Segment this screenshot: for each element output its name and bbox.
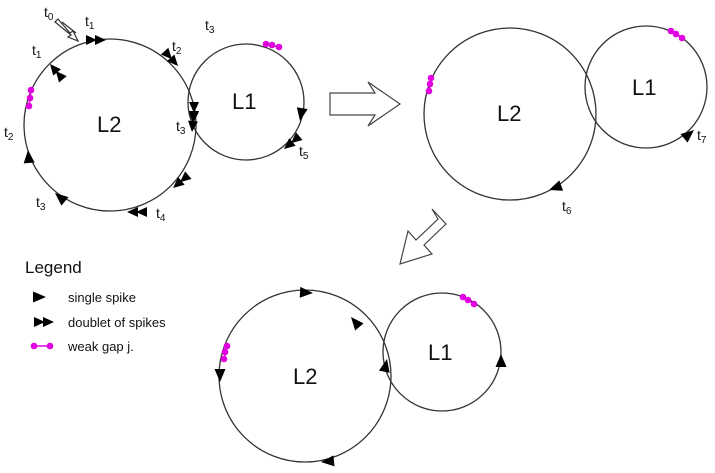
legend-title: Legend xyxy=(25,258,82,277)
single-spike-arrow-icon xyxy=(299,286,314,299)
single-spike-arrow-icon xyxy=(320,455,335,468)
time-label-t0: t0 xyxy=(44,4,54,23)
single-spike-arrow-icon xyxy=(547,180,564,196)
loop-label-l1-a: L1 xyxy=(232,89,256,114)
gap-junction-icon xyxy=(667,27,686,42)
loop-l1-a xyxy=(187,43,305,161)
gap-junction-icon xyxy=(25,86,35,110)
loop-l1-c xyxy=(382,292,502,412)
legend-item-label: weak gap j. xyxy=(67,339,134,354)
transition-arrow-down-left-icon xyxy=(399,208,447,265)
legend-item-label: doublet of spikes xyxy=(68,315,166,330)
legend: Legend single spike doublet of spikes we… xyxy=(25,258,166,354)
time-label-t3-l1: t3 xyxy=(205,17,215,36)
panel-b: L2 L1 t6 t7 xyxy=(423,25,708,217)
time-label-t5: t5 xyxy=(299,143,309,162)
loop-label-l1-b: L1 xyxy=(632,75,656,100)
single-spike-arrow-icon xyxy=(214,369,226,382)
single-spike-arrow-icon xyxy=(680,125,698,143)
time-label-t1-top: t1 xyxy=(85,13,95,32)
time-label-t7: t7 xyxy=(697,127,707,146)
loop-label-l2-b: L2 xyxy=(497,101,521,126)
doublet-spike-arrow-icon xyxy=(86,35,106,45)
loop-l2-b xyxy=(423,27,597,201)
gap-junction-icon xyxy=(220,342,231,363)
legend-item-label: single spike xyxy=(68,290,136,305)
time-label-t4: t4 xyxy=(156,205,166,224)
panel-a: L2 L1 t0 t1 t1 t2 t2 xyxy=(4,4,309,224)
gap-junction-icon xyxy=(459,293,478,308)
single-spike-arrow-icon xyxy=(51,188,69,206)
single-spike-arrow-icon xyxy=(346,313,364,331)
loop-label-l2-a: L2 xyxy=(97,112,121,137)
time-label-t2-left: t2 xyxy=(4,124,14,143)
t0-arrow-icon xyxy=(54,18,80,43)
loop-label-l1-c: L1 xyxy=(428,340,452,365)
loop-label-l2-c: L2 xyxy=(293,364,317,389)
time-label-t2-right: t2 xyxy=(172,38,182,57)
single-spike-arrow-icon xyxy=(495,354,507,367)
loop-l1-b xyxy=(584,25,708,149)
gap-junction-icon xyxy=(262,40,283,51)
single-spike-arrow-icon xyxy=(33,291,46,303)
transition-arrow-right-icon xyxy=(329,81,402,127)
time-label-t1-left: t1 xyxy=(32,42,42,61)
gap-junction-icon xyxy=(425,74,435,95)
time-label-t3-mid: t3 xyxy=(176,118,186,137)
gap-junction-icon xyxy=(30,342,54,350)
loop-l2-a xyxy=(23,38,197,212)
time-label-t3-bottom: t3 xyxy=(36,194,46,213)
doublet-spike-arrow-icon xyxy=(34,317,54,327)
panel-c: L2 L1 xyxy=(214,286,507,468)
time-label-t6: t6 xyxy=(562,198,572,217)
single-spike-arrow-icon xyxy=(22,149,35,164)
